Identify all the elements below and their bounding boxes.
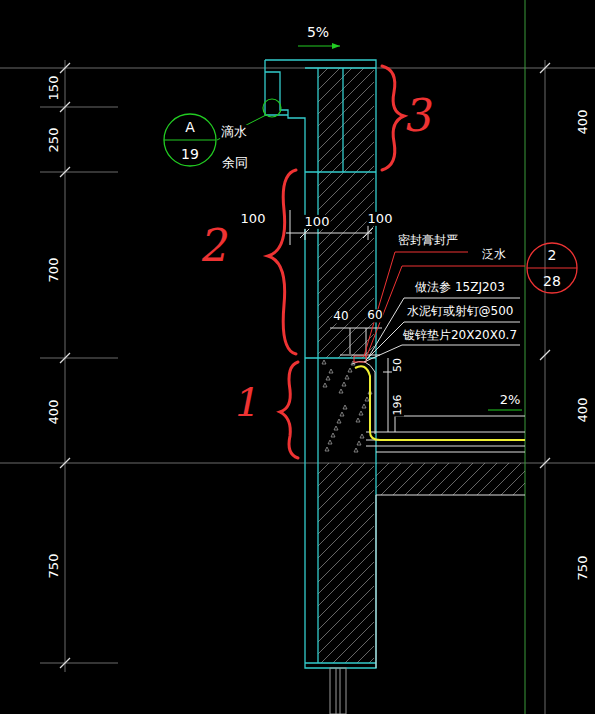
slope-text: 5% — [306, 25, 330, 40]
concrete-stipple — [360, 434, 364, 438]
dimension: 400 — [576, 109, 590, 136]
callout-letter: A — [163, 120, 217, 134]
note-text: 泛水 — [481, 248, 507, 261]
callout-note: 滴水 — [220, 125, 248, 139]
concrete-stipple — [328, 440, 332, 444]
concrete-stipple — [362, 404, 366, 408]
note-text: 密封膏封严 — [397, 234, 459, 247]
concrete-stipple — [322, 360, 326, 364]
concrete-stipple — [329, 369, 333, 373]
sheet-number: 19 — [163, 147, 217, 161]
dimension: 250 — [47, 127, 61, 154]
concrete-stipple — [326, 376, 330, 380]
concrete-stipple — [334, 426, 338, 430]
concrete-stipple — [339, 389, 343, 393]
dimension: 60 — [366, 309, 383, 322]
concrete-stipple — [343, 405, 347, 409]
dimension: 100 — [367, 212, 394, 226]
dimension: 40 — [332, 310, 349, 323]
sheet-number: 28 — [526, 274, 578, 288]
note-text: 镀锌垫片20X20X0.7 — [402, 329, 518, 342]
concrete-stipple — [340, 412, 344, 416]
dimension: 100 — [304, 215, 331, 229]
concrete-stipple — [357, 441, 361, 445]
concrete-stipple — [359, 411, 363, 415]
handwritten-number: 2 — [201, 222, 231, 270]
callout-circle: A 19 — [163, 113, 217, 167]
concrete-stipple — [323, 383, 327, 387]
dimension: 100 — [240, 212, 267, 226]
handwritten-number: 1 — [234, 380, 261, 424]
callout-circle: 2 28 — [526, 242, 578, 294]
slope-text: 2% — [499, 393, 522, 407]
concrete-stipple — [356, 418, 360, 422]
dimension: 50 — [392, 357, 404, 373]
concrete-stipple — [331, 433, 335, 437]
concrete-stipple — [354, 448, 358, 452]
dimension: 750 — [47, 553, 61, 580]
dimension: 400 — [576, 397, 590, 424]
handwritten-number: 3 — [405, 92, 435, 140]
concrete-stipple — [365, 397, 369, 401]
callout-letter: 2 — [526, 248, 578, 262]
dimension: 750 — [576, 555, 590, 582]
dimension: 700 — [47, 257, 61, 284]
note-text: 做法参 15ZJ203 — [414, 281, 506, 294]
concrete-stipple — [348, 368, 352, 372]
concrete-stipple — [345, 375, 349, 379]
dimension: 150 — [47, 75, 61, 102]
concrete-stipple — [325, 447, 329, 451]
dimension: 400 — [47, 399, 61, 426]
concrete-stipple — [342, 382, 346, 386]
dimension: 196 — [392, 394, 404, 417]
concrete-stipple — [337, 419, 341, 423]
note-text: 水泥钉或射钉@500 — [406, 305, 515, 318]
callout-note: 余同 — [221, 156, 249, 170]
